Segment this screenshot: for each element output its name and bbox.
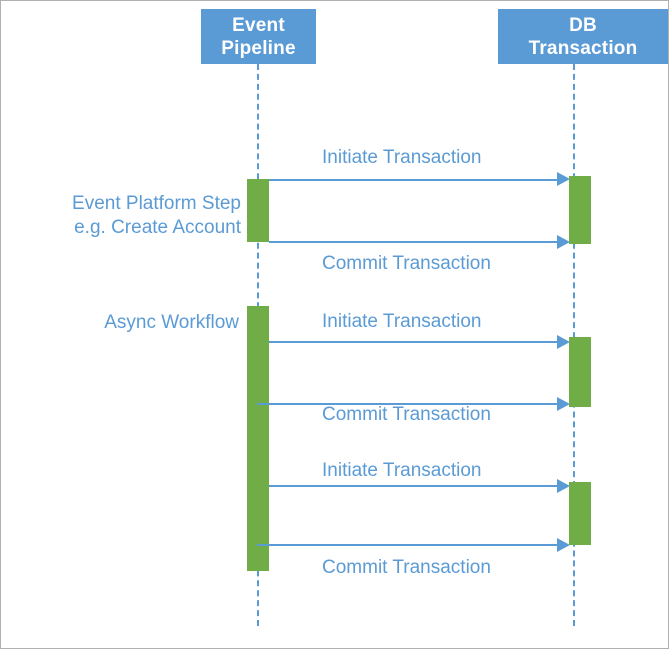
actor-label-line2: Pipeline xyxy=(221,37,296,59)
actor-box-event-pipeline[interactable]: Event Pipeline xyxy=(201,9,316,64)
message-arrowhead-initiate-transaction-2 xyxy=(557,335,570,349)
message-label-initiate-transaction-1: Initiate Transaction xyxy=(322,147,482,168)
message-label-initiate-transaction-3: Initiate Transaction xyxy=(322,460,482,481)
message-line-initiate-transaction-2[interactable] xyxy=(269,341,567,343)
message-line-initiate-transaction-1[interactable] xyxy=(269,179,567,181)
message-arrowhead-initiate-transaction-3 xyxy=(557,479,570,493)
activation-bar-db-transaction-1 xyxy=(569,176,591,244)
message-arrowhead-commit-transaction-2 xyxy=(557,397,570,411)
message-line-initiate-transaction-3[interactable] xyxy=(269,485,567,487)
side-label-line2: e.g. Create Account xyxy=(74,217,241,238)
message-line-commit-transaction-1[interactable] xyxy=(269,241,567,243)
message-label-initiate-transaction-2: Initiate Transaction xyxy=(322,311,482,332)
activation-bar-db-transaction-2 xyxy=(569,337,591,407)
message-line-commit-transaction-2[interactable] xyxy=(257,403,567,405)
side-label-event-platform-step: Event Platform Step e.g. Create Account xyxy=(1,192,241,240)
actor-label-line1: DB xyxy=(569,14,597,36)
side-label-line1: Event Platform Step xyxy=(72,193,241,214)
activation-bar-db-transaction-3 xyxy=(569,482,591,545)
activation-bar-event-pipeline-2 xyxy=(247,306,269,571)
side-label-async-workflow: Async Workflow xyxy=(1,311,239,335)
message-label-commit-transaction-2: Commit Transaction xyxy=(322,404,491,425)
side-label-line1: Async Workflow xyxy=(104,312,239,333)
actor-label-line1: Event xyxy=(232,14,285,36)
message-label-commit-transaction-3: Commit Transaction xyxy=(322,557,491,578)
actor-box-db-transaction[interactable]: DB Transaction xyxy=(498,9,668,64)
message-label-commit-transaction-1: Commit Transaction xyxy=(322,253,491,274)
actor-label-line2: Transaction xyxy=(528,37,638,59)
message-arrowhead-commit-transaction-1 xyxy=(557,235,570,249)
message-arrowhead-commit-transaction-3 xyxy=(557,538,570,552)
activation-bar-event-pipeline-1 xyxy=(247,179,269,242)
message-line-commit-transaction-3[interactable] xyxy=(257,544,567,546)
message-arrowhead-initiate-transaction-1 xyxy=(557,172,570,186)
